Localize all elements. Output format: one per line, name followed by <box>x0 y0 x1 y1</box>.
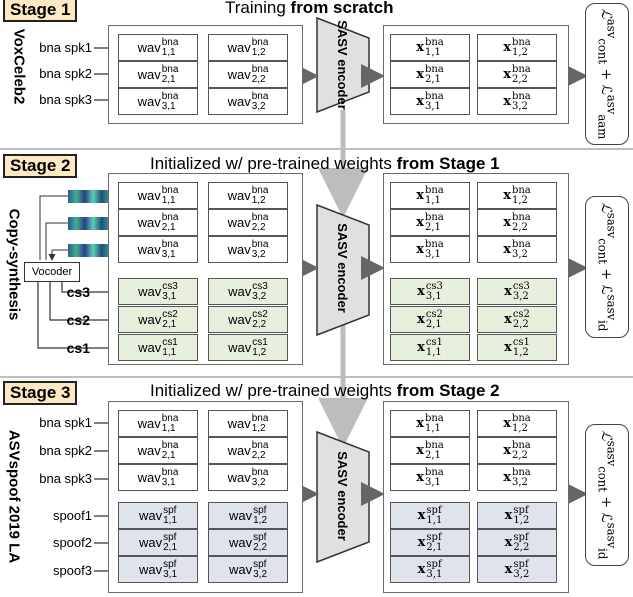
stage1-loss-formula: ℒasvcont + ℒasvaam <box>595 8 619 140</box>
stage2-loss-box: ℒsasvcont + ℒsasvid <box>585 196 629 338</box>
stage2-loss-formula: ℒsasvcont + ℒsasvid <box>595 202 619 332</box>
stage-separator-1 <box>0 148 633 150</box>
spectrogram-icon <box>68 217 110 230</box>
stage1-loss-box: ℒasvcont + ℒasvaam <box>585 3 629 145</box>
stage1-row-label: bna spk2 <box>39 66 92 81</box>
stage2-tag: Stage 2 <box>3 154 78 178</box>
stage3-row-label: spoof1 <box>52 508 92 523</box>
stage-separator-2 <box>0 376 633 378</box>
stage3-row-label: bna spk3 <box>39 471 92 486</box>
stage3-row-label: bna spk1 <box>39 415 92 430</box>
stage2-title: Initialized w/ pre-trained weights from … <box>150 154 500 173</box>
stage1-title: Training from scratch <box>225 0 394 17</box>
stage1-encoder-label: SASV encoder <box>335 20 350 110</box>
stage1-row-label: bna spk1 <box>39 40 92 55</box>
stage3-loss-formula: ℒsasvcont + ℒsasvid <box>595 430 619 560</box>
stage2-dataset-label: Copy-synthesis <box>5 208 23 321</box>
stage2-row-label: cs3 <box>66 284 90 300</box>
stage3-tag: Stage 3 <box>3 381 78 405</box>
stage1-row-label: bna spk3 <box>39 92 92 107</box>
stage3-encoder <box>316 430 370 564</box>
stage2-encoder-label: SASV encoder <box>335 223 350 313</box>
stage1-tag: Stage 1 <box>3 0 78 22</box>
stage3-encoder-label: SASV encoder <box>335 451 350 541</box>
stage2-row-label: cs1 <box>66 340 90 356</box>
vocoder-block: Vocoder <box>24 262 80 282</box>
stage3-title: Initialized w/ pre-trained weights from … <box>150 381 500 400</box>
stage2-row-label: cs2 <box>66 312 90 328</box>
stage3-row-label: spoof3 <box>52 563 92 578</box>
spectrogram-icon <box>68 190 110 203</box>
stage3-row-label: bna spk2 <box>39 443 92 458</box>
stage3-loss-box: ℒsasvcont + ℒsasvid <box>585 424 629 566</box>
spectrogram-icon <box>68 244 110 257</box>
stage2-encoder <box>316 203 370 337</box>
stage3-row-label: spoof2 <box>52 535 92 550</box>
